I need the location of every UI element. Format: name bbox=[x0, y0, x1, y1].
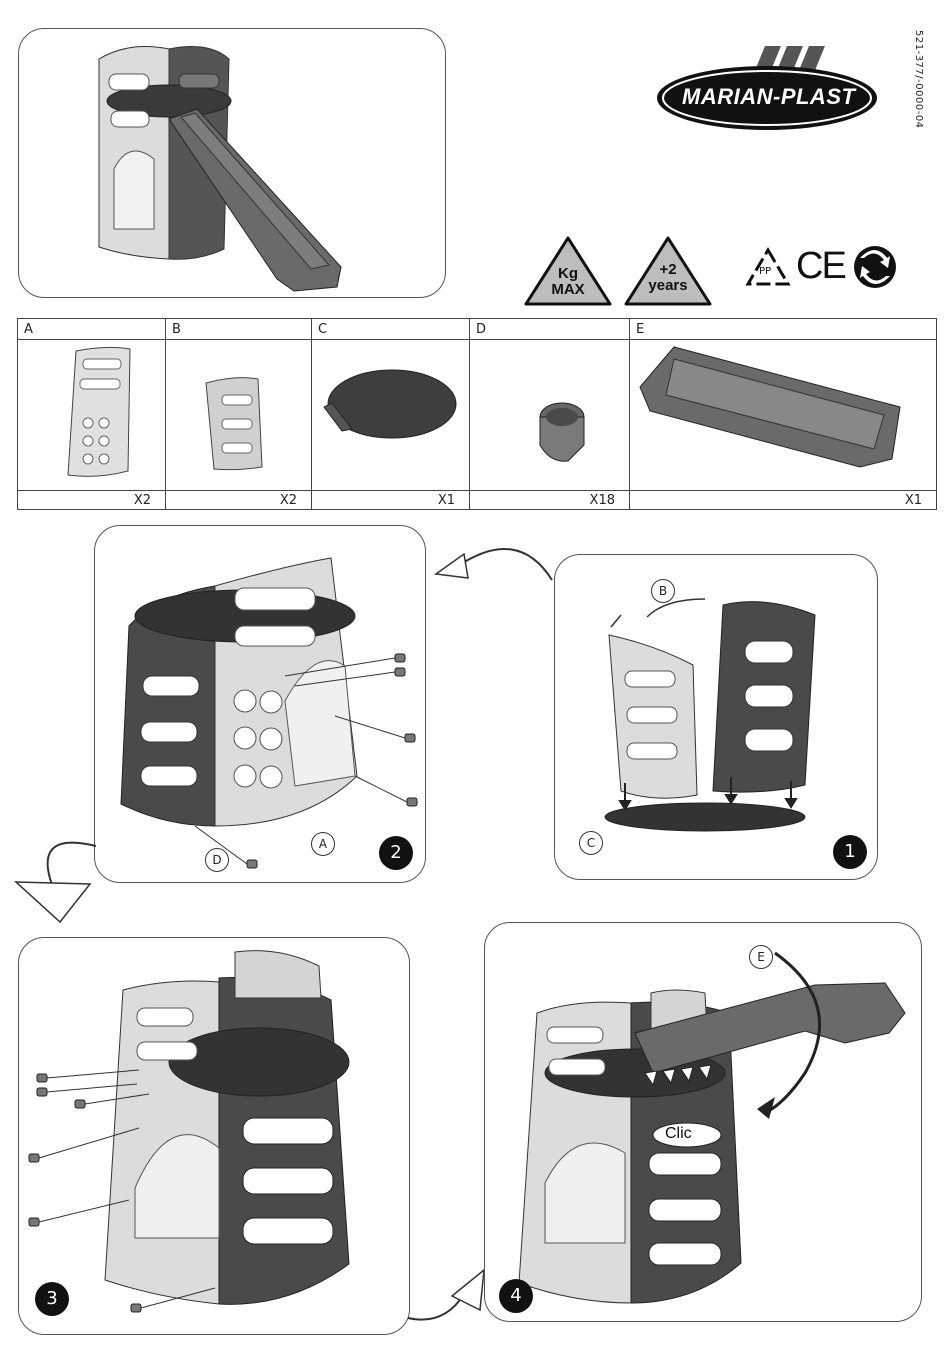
brand-name: MARIAN-PLAST bbox=[682, 84, 855, 110]
part-d-connector-icon bbox=[470, 319, 630, 491]
callout-e: E bbox=[749, 945, 773, 969]
part-d-cell: D X18 bbox=[470, 319, 630, 509]
part-c-cell: C X1 bbox=[312, 319, 470, 509]
weight-badge-line1: Kg bbox=[540, 266, 596, 282]
weight-badge-line2: MAX bbox=[540, 282, 596, 298]
step-4-tower-slide-illustration bbox=[485, 923, 922, 1322]
callout-a: A bbox=[311, 832, 335, 856]
age-badge-line1: +2 bbox=[638, 262, 698, 278]
hero-panel bbox=[18, 28, 446, 298]
step-1-number: 1 bbox=[833, 835, 867, 869]
part-b-cell: B X2 bbox=[166, 319, 312, 509]
part-quantity: X18 bbox=[590, 493, 615, 508]
part-quantity: X2 bbox=[280, 493, 297, 508]
step-3-number: 3 bbox=[35, 1282, 69, 1316]
step-4-number: 4 bbox=[499, 1279, 533, 1313]
part-a-cell: A X2 bbox=[18, 319, 166, 509]
step-4-panel: E Clic 4 bbox=[484, 922, 922, 1322]
step-2-number: 2 bbox=[379, 836, 413, 870]
part-e-cell: E X1 bbox=[630, 319, 936, 509]
recycle-label: PP bbox=[759, 266, 771, 277]
part-c-platform-icon bbox=[312, 319, 470, 491]
clic-label: Clic bbox=[665, 1125, 692, 1143]
step-3-panel: 3 bbox=[18, 937, 410, 1335]
part-quantity: X2 bbox=[134, 493, 151, 508]
step-2-tower-illustration bbox=[95, 526, 426, 883]
callout-c: C bbox=[579, 831, 603, 855]
green-dot-icon bbox=[852, 244, 898, 290]
step-2-panel: A D 2 bbox=[94, 525, 426, 883]
arrow-step1-to-step2 bbox=[428, 528, 558, 588]
step-1-assembly-illustration bbox=[555, 555, 878, 880]
part-b-back-panel-icon bbox=[166, 319, 312, 491]
step-3-tower-illustration bbox=[19, 938, 410, 1335]
part-a-side-panel-icon bbox=[18, 319, 166, 491]
ce-mark: CE bbox=[796, 244, 845, 288]
arrow-step2-to-step3 bbox=[10, 810, 110, 930]
part-e-slide-icon bbox=[630, 319, 936, 491]
arrow-step3-to-step4 bbox=[404, 1264, 494, 1334]
callout-d: D bbox=[205, 848, 229, 872]
step-1-panel: B C 1 bbox=[554, 554, 878, 880]
age-badge-line2: years bbox=[638, 278, 698, 294]
callout-b: B bbox=[651, 579, 675, 603]
hero-tower-slide-illustration bbox=[19, 29, 446, 298]
part-quantity: X1 bbox=[905, 493, 922, 508]
parts-list: A X2 B X2 C X1 D bbox=[17, 318, 937, 510]
document-code: 521-377/-0000-04 bbox=[913, 30, 924, 129]
part-quantity: X1 bbox=[438, 493, 455, 508]
